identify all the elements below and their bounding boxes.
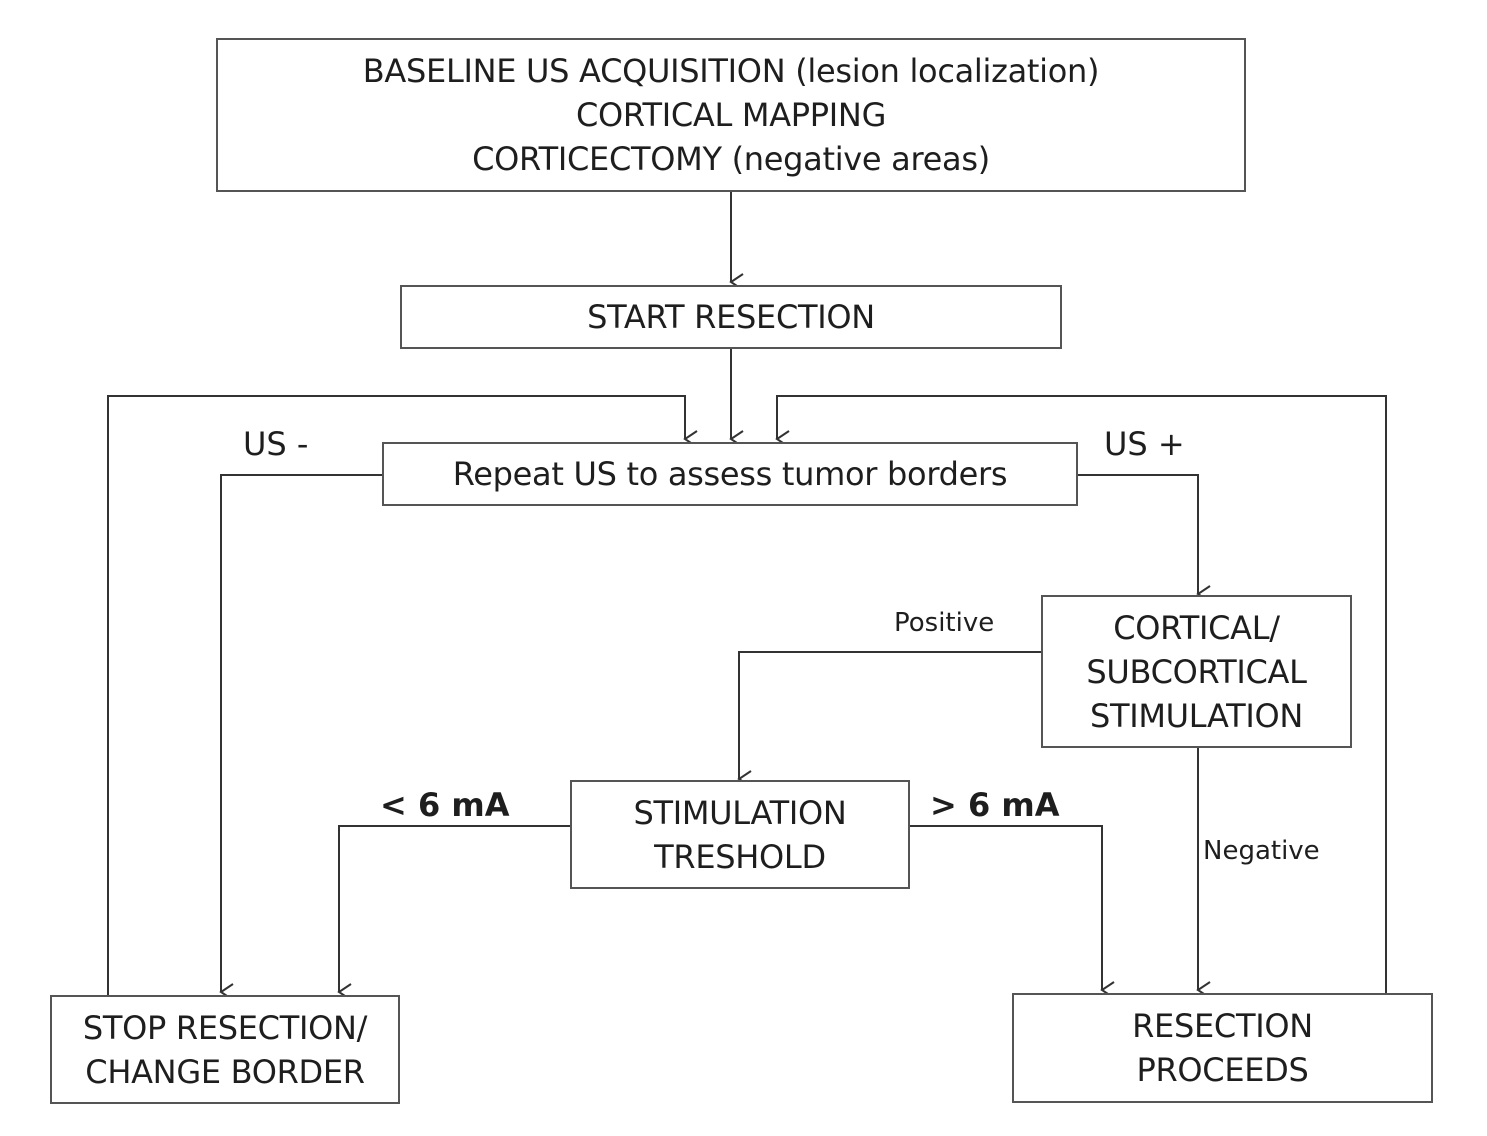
node-stimulation-threshold-line-2: TRESHOLD [654, 837, 826, 876]
node-stimulation-threshold: STIMULATION TRESHOLD [570, 780, 910, 889]
edge-repeat-us-plus-to-stimulation [1077, 474, 1211, 603]
node-start-resection: START RESECTION [400, 285, 1062, 349]
node-repeat-us: Repeat US to assess tumor borders [382, 442, 1078, 506]
node-stop-resection-line-2: CHANGE BORDER [85, 1052, 365, 1091]
node-resection-proceeds-line-2: PROCEEDS [1136, 1051, 1309, 1089]
edge-repeat-us-minus-to-stop [219, 474, 383, 1001]
label-positive: Positive [894, 608, 995, 638]
edge-proceeds-loop-to-repeat [775, 395, 1387, 993]
edge-threshold-less-to-stop [337, 825, 571, 1001]
node-baseline-line-2: CORTICAL MAPPING [575, 96, 887, 134]
node-baseline-line-1: BASELINE US ACQUISITION (lesion localiza… [362, 52, 1100, 90]
edge-threshold-more-to-proceeds [909, 825, 1115, 999]
node-baseline-line-3: CORTICECTOMY (negative areas) [472, 140, 990, 178]
node-stop-resection-line-1: STOP RESECTION/ [82, 1008, 368, 1047]
label-us-minus: US - [243, 425, 309, 463]
node-baseline: BASELINE US ACQUISITION (lesion localiza… [216, 38, 1246, 192]
node-stimulation-threshold-line-1: STIMULATION [633, 793, 847, 832]
node-repeat-us-line-1: Repeat US to assess tumor borders [452, 455, 1008, 493]
node-resection-proceeds-line-1: RESECTION [1132, 1007, 1313, 1045]
label-less-than-6ma: < 6 mA [380, 786, 510, 824]
label-greater-than-6ma: > 6 mA [930, 786, 1060, 824]
node-cortical-stimulation-line-3: STIMULATION [1089, 696, 1304, 735]
node-cortical-stimulation-line-2: SUBCORTICAL [1086, 652, 1307, 691]
edge-stop-loop-to-repeat [107, 395, 698, 995]
node-resection-proceeds: RESECTION PROCEEDS [1012, 993, 1433, 1103]
node-stop-resection: STOP RESECTION/ CHANGE BORDER [50, 995, 400, 1104]
label-negative: Negative [1203, 836, 1320, 866]
node-cortical-stimulation-line-1: CORTICAL/ [1113, 608, 1280, 647]
node-cortical-stimulation: CORTICAL/ SUBCORTICAL STIMULATION [1041, 595, 1352, 748]
label-us-plus: US + [1104, 425, 1185, 463]
node-start-resection-line-1: START RESECTION [587, 298, 875, 336]
edge-stimulation-positive-to-threshold [737, 651, 1042, 788]
